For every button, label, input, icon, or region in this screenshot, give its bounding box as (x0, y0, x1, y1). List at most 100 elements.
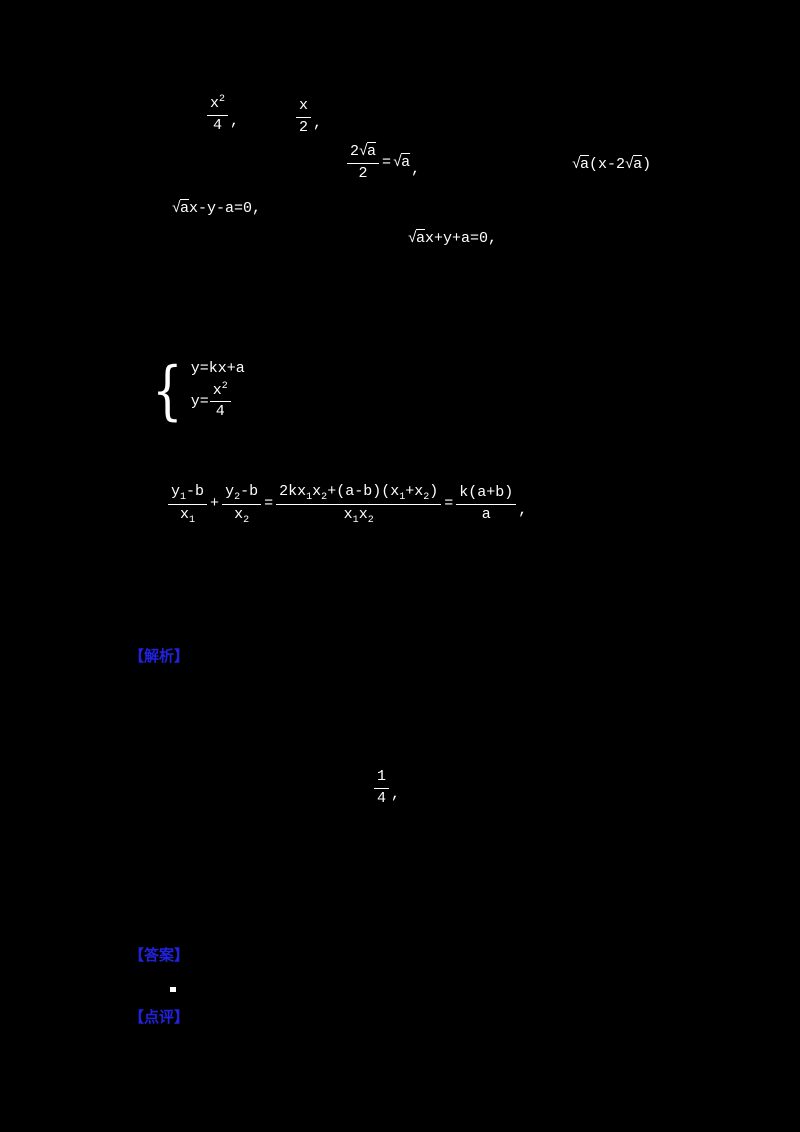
subscript: 1 (399, 492, 406, 503)
numerator: x2 (207, 94, 229, 116)
punctuation: , (313, 114, 323, 132)
equation-body: x+y+a=0 (425, 230, 489, 247)
radicand: a (180, 200, 190, 217)
system-row-2: y= x2 4 (190, 380, 232, 423)
term: y (225, 483, 235, 500)
radicand: a (401, 153, 411, 171)
denominator: 2 (299, 118, 309, 136)
subscript: 2 (367, 515, 374, 526)
term: x (180, 506, 190, 523)
fraction: 1 4 (374, 768, 390, 809)
numerator: x (296, 97, 312, 118)
radicand: a (580, 156, 590, 173)
closing-paren: ) (642, 156, 652, 173)
denominator: x1x2 (341, 505, 377, 526)
fraction: x2 4 (207, 94, 229, 136)
system-row-1: y=kx+a (190, 359, 245, 377)
fraction-4: k(a+b) a (456, 484, 517, 525)
numerator-base: x (212, 381, 222, 399)
formula-equation-system: { y=kx+a y= x2 4 (147, 357, 245, 425)
punctuation: , (488, 230, 498, 247)
term: -b (186, 483, 205, 500)
fraction-3: 2kx1x2+(a-b)(x1+x2) x1x2 (276, 483, 442, 526)
small-artifact (170, 987, 176, 992)
formula-line-sqrt-ax-minus-y: √ a x-y-a=0 , (172, 200, 261, 219)
fraction-2: y2-b x2 (222, 483, 262, 526)
term: x (312, 483, 322, 500)
fraction: 2√a 2 (347, 143, 380, 184)
formula-frac-x-over-2: x 2 , (295, 97, 322, 138)
formula-slope-sum-chain: y1-b x1 + y2-b x2 = 2kx1x2+(a-b)(x1+x2) … (167, 483, 527, 526)
term: +x (405, 483, 424, 500)
term: x (234, 506, 244, 523)
radicand: a (416, 230, 426, 247)
subscript: 1 (189, 515, 196, 526)
label-comment: 【点评】 (129, 1008, 190, 1026)
denominator: 2 (358, 164, 368, 182)
numerator: y2-b (222, 483, 262, 505)
radical-sign: √ (393, 153, 402, 171)
numerator: 2kx1x2+(a-b)(x1+x2) (276, 483, 442, 505)
term: +(a-b)(x (327, 483, 400, 500)
formula-sqrt-a-identity: 2√a 2 = √ a , (346, 143, 420, 184)
numerator: 1 (374, 768, 390, 789)
fraction-1: y1-b x1 (168, 483, 208, 526)
term: -b (240, 483, 259, 500)
denominator: a (481, 506, 491, 523)
radical-sign: √ (359, 143, 368, 160)
numerator-exponent: 2 (219, 94, 226, 105)
numerator-exponent: 2 (221, 380, 228, 392)
fraction: x2 4 (209, 380, 231, 423)
label-answer: 【答案】 (129, 946, 190, 964)
label-analysis: 【解析】 (129, 647, 190, 665)
row2-lhs: y= (190, 392, 209, 410)
numerator: 2√a (347, 143, 380, 164)
equals-sign: = (264, 495, 274, 513)
subscript: 1 (352, 515, 359, 526)
numerator-base: x (210, 95, 220, 112)
formula-line-sqrt-ax-plus-y: √ a x+y+a=0 , (408, 230, 497, 249)
subscript: 2 (321, 492, 328, 503)
subscript: 1 (180, 492, 187, 503)
formula-sqrt-a-expansion: √ a (x-2 √ a ) (572, 156, 651, 175)
term: x (358, 506, 368, 523)
plus-sign: + (210, 495, 220, 513)
term: ) (429, 483, 439, 500)
equals-sign: = (444, 495, 454, 513)
system-brace: { (152, 354, 183, 428)
numerator: k(a+b) (456, 484, 517, 505)
term: x (343, 506, 353, 523)
equation-body: x-y-a=0 (189, 200, 253, 217)
punctuation: , (411, 160, 421, 178)
term: 2kx (279, 483, 307, 500)
subscript: 2 (423, 492, 430, 503)
subscript: 1 (306, 492, 313, 503)
coefficient: 2 (350, 143, 360, 160)
subscript: 2 (243, 515, 250, 526)
expression-middle: (x-2 (589, 156, 626, 173)
denominator: x1 (177, 505, 198, 526)
subscript: 2 (234, 492, 241, 503)
denominator: 4 (213, 116, 223, 134)
radical-sign: √ (625, 156, 634, 173)
numerator: y1-b (168, 483, 208, 505)
system-rows: y=kx+a y= x2 4 (191, 360, 245, 422)
denominator: 4 (215, 403, 225, 421)
punctuation: , (518, 502, 528, 520)
denominator: x2 (231, 505, 252, 526)
punctuation: , (391, 785, 401, 803)
numerator: x2 (209, 380, 231, 403)
radical-sign: √ (572, 156, 581, 173)
radicand: a (633, 156, 643, 173)
punctuation: , (230, 112, 240, 130)
equals-sign: = (382, 153, 392, 171)
radical-sign: √ (408, 230, 417, 247)
formula-frac-x-squared-over-4: x2 4 , (206, 95, 239, 136)
radical-sign: √ (172, 200, 181, 217)
denominator: 4 (377, 789, 387, 807)
fraction: x 2 (296, 97, 312, 138)
term: y (171, 483, 181, 500)
radicand: a (367, 143, 377, 160)
punctuation: , (252, 200, 262, 217)
